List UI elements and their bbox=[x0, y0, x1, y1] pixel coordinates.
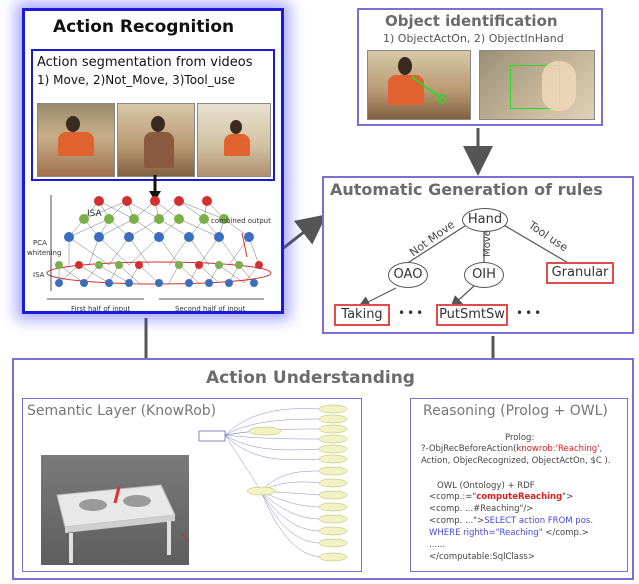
reasoning-panel: Reasoning (Prolog + OWL) Prolog: ?-ObjRe… bbox=[410, 398, 628, 572]
prolog-line-1: ?-ObjRecBeforeAction(knowrob:'Reaching', bbox=[421, 444, 602, 454]
object-identification-panel: Object identification 1) ObjectActOn, 2)… bbox=[357, 8, 603, 126]
owl-line-4: WHERE righth="Reaching" </comp.> bbox=[429, 528, 589, 538]
owl-line-4a: WHERE righth="Reaching" bbox=[429, 528, 543, 538]
owl-line-3b: SELECT action FROM pos. bbox=[484, 516, 594, 526]
rule-leaf-putsmtsw: PutSmtSw bbox=[436, 304, 508, 326]
nn-label-isa-top: ISA bbox=[87, 209, 102, 219]
semantic-layer-title: Semantic Layer (KnowRob) bbox=[27, 403, 217, 419]
reasoning-title: Reasoning (Prolog + OWL) bbox=[423, 403, 608, 419]
owl-line-3a: <comp. ..."> bbox=[429, 516, 485, 526]
prolog-line-1b: knowrob:'Reaching' bbox=[516, 444, 600, 454]
video-frame-1 bbox=[37, 103, 115, 177]
segmentation-classes: 1) Move, 2)Not_Move, 3)Tool_use bbox=[37, 73, 235, 87]
rule-leaf-taking: Taking bbox=[334, 304, 390, 326]
rule-ellipsis-1: ••• bbox=[398, 306, 426, 320]
prolog-line-1a: ?-ObjRecBeforeAction( bbox=[421, 444, 517, 454]
video-frame-3 bbox=[197, 103, 271, 177]
segmentation-subtitle: Action segmentation from videos bbox=[37, 55, 253, 70]
object-identification-subtitle: 1) ObjectActOn, 2) ObjectInHand bbox=[383, 32, 564, 45]
owl-line-2: <comp. ...#Reaching"/> bbox=[429, 504, 534, 514]
nn-label-pca: PCA bbox=[33, 239, 47, 247]
object-act-on-image bbox=[367, 50, 471, 120]
rule-ellipsis-2: ••• bbox=[516, 306, 544, 320]
prolog-line-1c: , bbox=[599, 444, 603, 454]
owl-line-6: </computable:SqlClass> bbox=[429, 552, 535, 562]
nn-label-second-half: Second half of input bbox=[175, 305, 246, 313]
rules-tree-edges bbox=[357, 223, 571, 308]
ontology-graph bbox=[198, 404, 348, 562]
rules-panel: Automatic Generation of rules Hand Not M… bbox=[322, 176, 634, 334]
owl-line-1b: computeReaching bbox=[476, 492, 563, 502]
owl-label: OWL (Ontology) + RDF bbox=[437, 481, 535, 491]
nn-label-whitening: whitening bbox=[27, 249, 62, 257]
rule-leaf-granular: Granular bbox=[546, 262, 614, 284]
owl-line-1c: "> bbox=[562, 492, 574, 502]
segmentation-panel: Action segmentation from videos 1) Move,… bbox=[31, 49, 275, 181]
owl-line-1a: <comp.:=" bbox=[429, 492, 477, 502]
table-3d-render bbox=[41, 455, 189, 565]
object-identification-title: Object identification bbox=[385, 12, 558, 30]
action-understanding-title: Action Understanding bbox=[206, 368, 415, 388]
rule-node-oih: OIH bbox=[464, 262, 504, 288]
neural-network-diagram bbox=[46, 175, 272, 300]
semantic-layer-panel: Semantic Layer (KnowRob) bbox=[22, 398, 362, 572]
prolog-line-2: Action, ObjecRecognized, ObjectActOn, $C… bbox=[421, 456, 611, 466]
nn-label-first-half: First half of input bbox=[71, 305, 131, 313]
nn-label-isa-bottom: ISA bbox=[33, 271, 45, 279]
rule-edge-move: Move bbox=[481, 230, 493, 257]
nn-label-combined: combined output bbox=[211, 217, 271, 225]
prolog-label: Prolog: bbox=[505, 433, 535, 443]
rule-node-oao: OAO bbox=[388, 262, 428, 288]
owl-line-3: <comp. ...">SELECT action FROM pos. bbox=[429, 516, 593, 526]
rule-node-hand: Hand bbox=[462, 208, 508, 232]
object-in-hand-image bbox=[479, 50, 595, 120]
video-frame-2 bbox=[117, 103, 195, 177]
owl-line-4b: </comp.> bbox=[542, 528, 589, 538]
owl-line-1: <comp.:="computeReaching"> bbox=[429, 492, 573, 502]
action-recognition-title: Action Recognition bbox=[53, 17, 235, 37]
rules-title: Automatic Generation of rules bbox=[330, 180, 603, 199]
action-recognition-panel: Action Recognition Action segmentation f… bbox=[22, 8, 284, 314]
owl-line-5: ...... bbox=[429, 540, 446, 550]
